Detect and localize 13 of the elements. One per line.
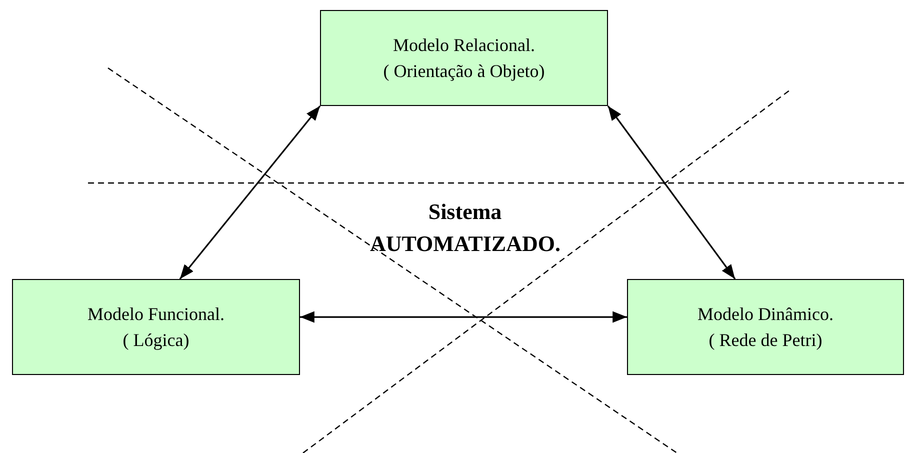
model-box — [12, 279, 300, 375]
box-text: ( Orientação à Objeto) — [383, 60, 545, 83]
center-title: Sistema AUTOMATIZADO. — [370, 198, 560, 258]
double-arrow — [607, 106, 736, 280]
model-box — [627, 279, 904, 375]
box-text: ( Lógica) — [122, 329, 190, 352]
box-text: Modelo Dinâmico. — [698, 302, 834, 326]
box-text: Modelo Relacional. — [393, 34, 535, 57]
box-text: ( Rede de Petri) — [708, 329, 822, 352]
box-text: Modelo Funcional. — [88, 302, 224, 326]
model-box — [320, 10, 608, 106]
double-arrow — [300, 311, 627, 323]
double-arrow — [179, 106, 321, 280]
